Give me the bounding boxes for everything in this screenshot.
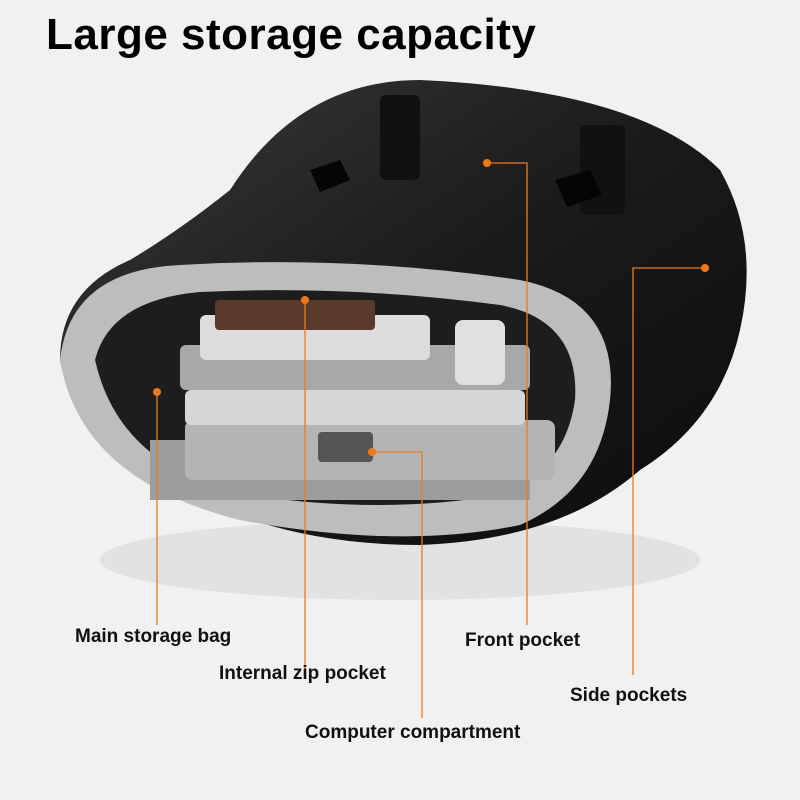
buckle-right-icon: [555, 170, 602, 207]
strap-right: [580, 125, 625, 215]
strap-left: [380, 95, 420, 180]
bottle: [455, 320, 505, 385]
callout-dot-computer: [368, 448, 376, 456]
label-computer-compartment: Computer compartment: [305, 722, 521, 743]
label-internal-zip-pocket: Internal zip pocket: [219, 663, 386, 684]
shadow: [100, 520, 700, 600]
callout-dot-side-pockets: [701, 264, 709, 272]
tablet: [185, 390, 525, 425]
callout-dot-internal-zip: [301, 296, 309, 304]
laptop-strap: [318, 432, 373, 462]
page-title: Large storage capacity: [46, 10, 537, 59]
label-side-pockets: Side pockets: [570, 685, 688, 706]
wallet: [215, 300, 375, 330]
callout-line-front-pocket: [487, 162, 528, 625]
label-main-storage-bag: Main storage bag: [75, 626, 232, 647]
callout-line-computer: [372, 451, 423, 718]
label-front-pocket: Front pocket: [465, 630, 581, 651]
buckle-left-icon: [310, 160, 350, 192]
callout-line-side-pockets: [632, 267, 705, 675]
callout-dot-main-storage: [153, 388, 161, 396]
callout-lines: [156, 162, 705, 718]
callout-dot-front-pocket: [483, 159, 491, 167]
